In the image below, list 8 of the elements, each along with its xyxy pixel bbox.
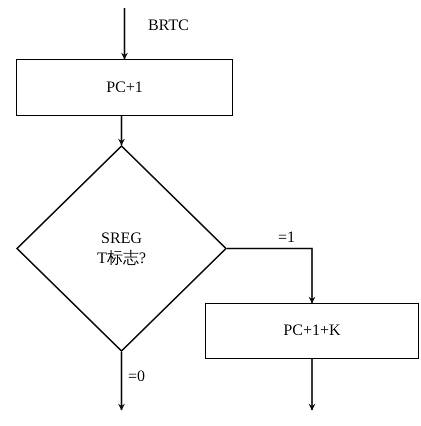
arrow bbox=[118, 116, 125, 146]
arrow bbox=[121, 8, 128, 60]
arrow bbox=[118, 352, 125, 411]
arrow bbox=[308, 359, 316, 411]
arrow bbox=[227, 248, 316, 304]
decision-diamond: SREG T标志? bbox=[16, 145, 227, 352]
process-box: PC+1 bbox=[16, 59, 233, 116]
process-box: PC+1+K bbox=[205, 303, 419, 359]
